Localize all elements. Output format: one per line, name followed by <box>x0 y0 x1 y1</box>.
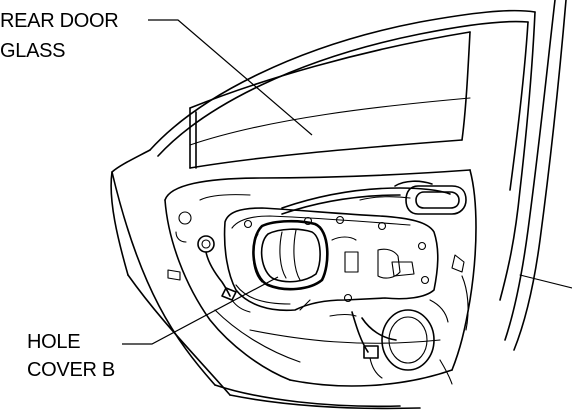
leader-line-hole-cover-b <box>122 276 279 345</box>
inner-door-panel <box>164 169 477 387</box>
callout-hole-cover-b-line2: COVER B <box>27 359 115 381</box>
callout-hole-cover-b-line1: HOLE <box>27 331 81 353</box>
hole-cover-b <box>252 219 329 291</box>
door-module-panel <box>223 207 439 312</box>
speaker-opening <box>381 299 449 371</box>
wiring-harness <box>329 311 397 379</box>
leader-line-rear-door-glass <box>148 19 313 136</box>
door-outer-frame <box>110 9 536 410</box>
inside-handle-area <box>281 180 467 215</box>
lower-panel-details <box>214 254 469 385</box>
callout-rear-door-glass-line1: REAR DOOR <box>0 10 119 32</box>
callout-rear-door-glass-line2: GLASS <box>0 40 66 62</box>
rear-door-glass <box>189 31 471 169</box>
body-pillar <box>504 0 572 351</box>
wire-grommet-left <box>197 235 251 313</box>
